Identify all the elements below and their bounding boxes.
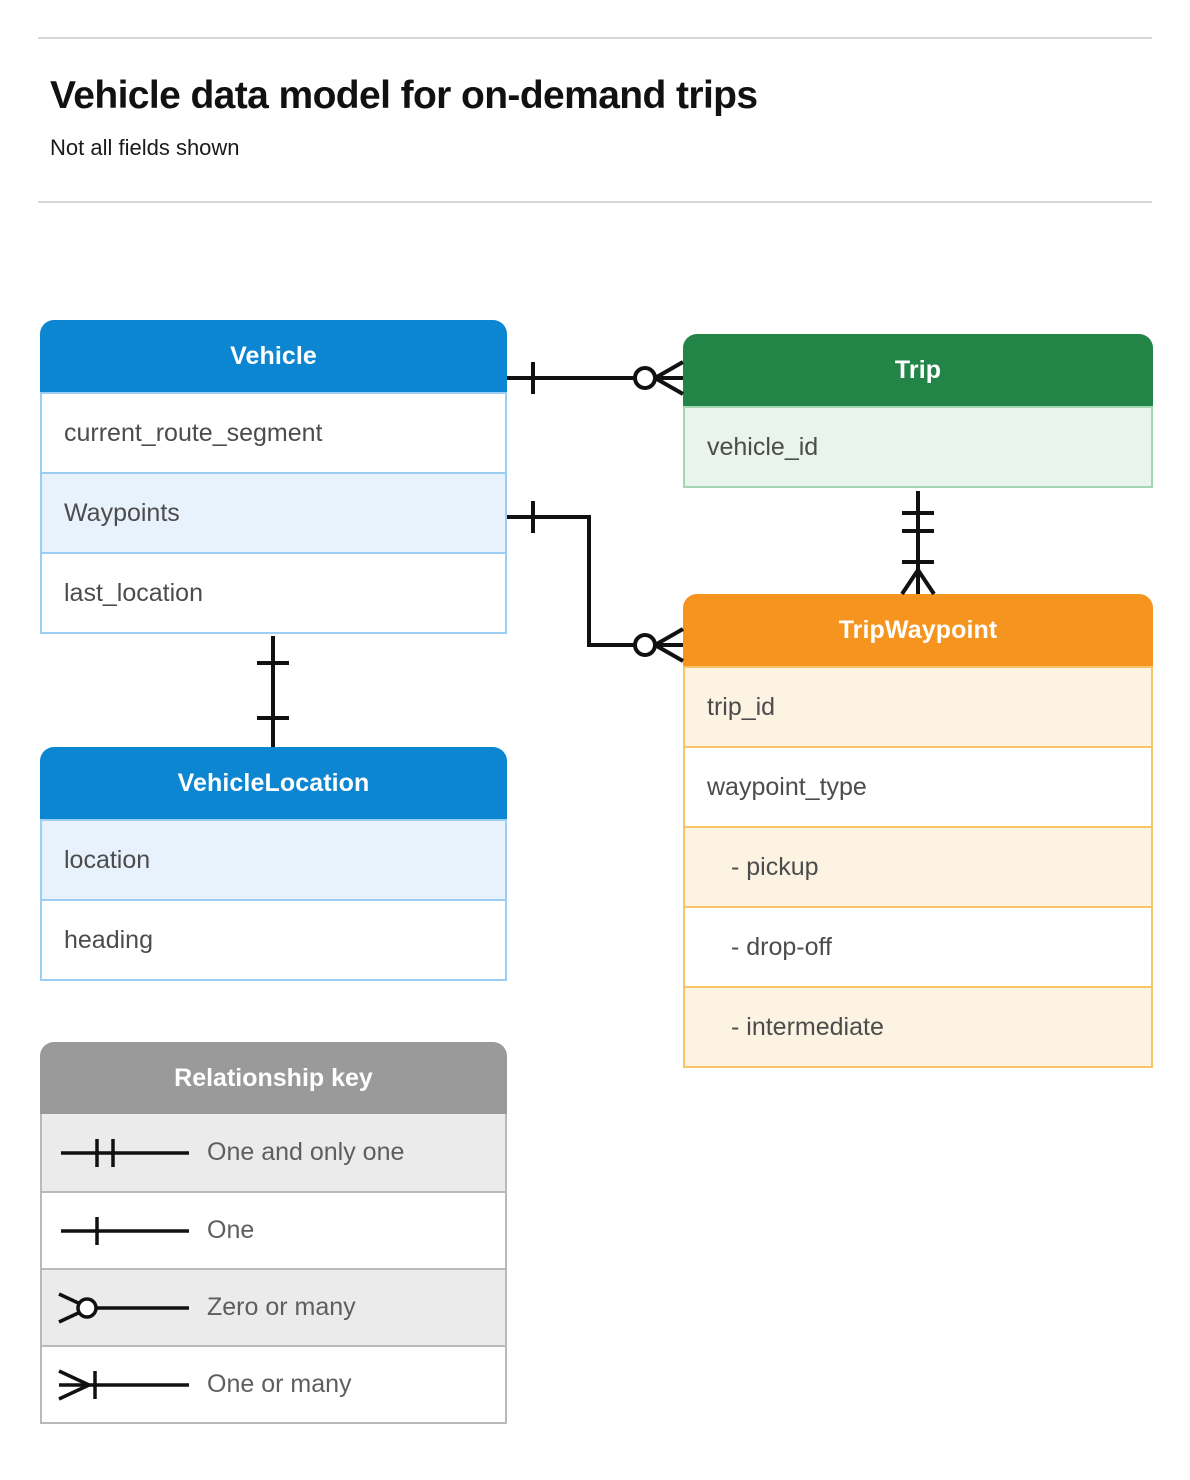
legend-item-one-or-many: One or many — [42, 1345, 505, 1422]
field-last-location[interactable]: last_location — [42, 552, 505, 632]
field-waypoint-type[interactable]: waypoint_type — [685, 746, 1151, 826]
field-trip-id[interactable]: trip_id — [685, 666, 1151, 746]
entity-vehiclelocation-title: VehicleLocation — [40, 747, 507, 819]
legend-label-zero-or-many: Zero or many — [207, 1293, 356, 1321]
field-location[interactable]: location — [42, 819, 505, 899]
header-divider-top — [38, 37, 1152, 39]
entity-trip-title: Trip — [683, 334, 1153, 406]
entity-vehicle-fields: current_route_segment Waypoints last_loc… — [40, 392, 507, 634]
entity-vehiclelocation-fields: location heading — [40, 819, 507, 981]
zero-or-many-icon — [42, 1288, 207, 1328]
entity-tripwaypoint[interactable]: TripWaypoint trip_id waypoint_type - pic… — [683, 594, 1153, 1068]
legend-title: Relationship key — [40, 1042, 507, 1114]
legend-label-one-or-many: One or many — [207, 1370, 352, 1398]
page-subtitle: Not all fields shown — [50, 135, 240, 160]
entity-trip-fields: vehicle_id — [683, 406, 1153, 488]
relationship-trip-tripwaypoint — [900, 491, 936, 596]
relationship-vehicle-trip — [507, 360, 684, 396]
header-divider-bottom — [38, 201, 1152, 203]
field-waypoint-dropoff[interactable]: - drop-off — [685, 906, 1151, 986]
entity-vehicle[interactable]: Vehicle current_route_segment Waypoints … — [40, 320, 507, 634]
entity-tripwaypoint-title: TripWaypoint — [683, 594, 1153, 666]
entity-vehicle-title: Vehicle — [40, 320, 507, 392]
legend-rows: One and only one One — [40, 1114, 507, 1424]
entity-tripwaypoint-fields: trip_id waypoint_type - pickup - drop-of… — [683, 666, 1153, 1068]
entity-trip[interactable]: Trip vehicle_id — [683, 334, 1153, 488]
one-icon — [42, 1211, 207, 1251]
field-heading[interactable]: heading — [42, 899, 505, 979]
legend-item-one-and-only-one: One and only one — [42, 1114, 505, 1191]
field-waypoints[interactable]: Waypoints — [42, 472, 505, 552]
entity-vehiclelocation[interactable]: VehicleLocation location heading — [40, 747, 507, 981]
field-waypoint-intermediate[interactable]: - intermediate — [685, 986, 1151, 1066]
field-current-route-segment[interactable]: current_route_segment — [42, 392, 505, 472]
legend-label-one: One — [207, 1216, 255, 1244]
relationship-vehicle-vehiclelocation — [257, 636, 289, 747]
page-title: Vehicle data model for on-demand trips — [50, 74, 758, 117]
relationship-waypoints-tripwaypoint — [507, 501, 684, 663]
legend-item-one: One — [42, 1191, 505, 1268]
field-vehicle-id[interactable]: vehicle_id — [685, 406, 1151, 486]
legend-label-one-and-only-one: One and only one — [207, 1138, 405, 1166]
one-or-many-icon — [42, 1365, 207, 1405]
legend-item-zero-or-many: Zero or many — [42, 1268, 505, 1345]
field-waypoint-pickup[interactable]: - pickup — [685, 826, 1151, 906]
relationship-key-legend: Relationship key One and only one — [40, 1042, 507, 1424]
one-and-only-one-icon — [42, 1133, 207, 1173]
